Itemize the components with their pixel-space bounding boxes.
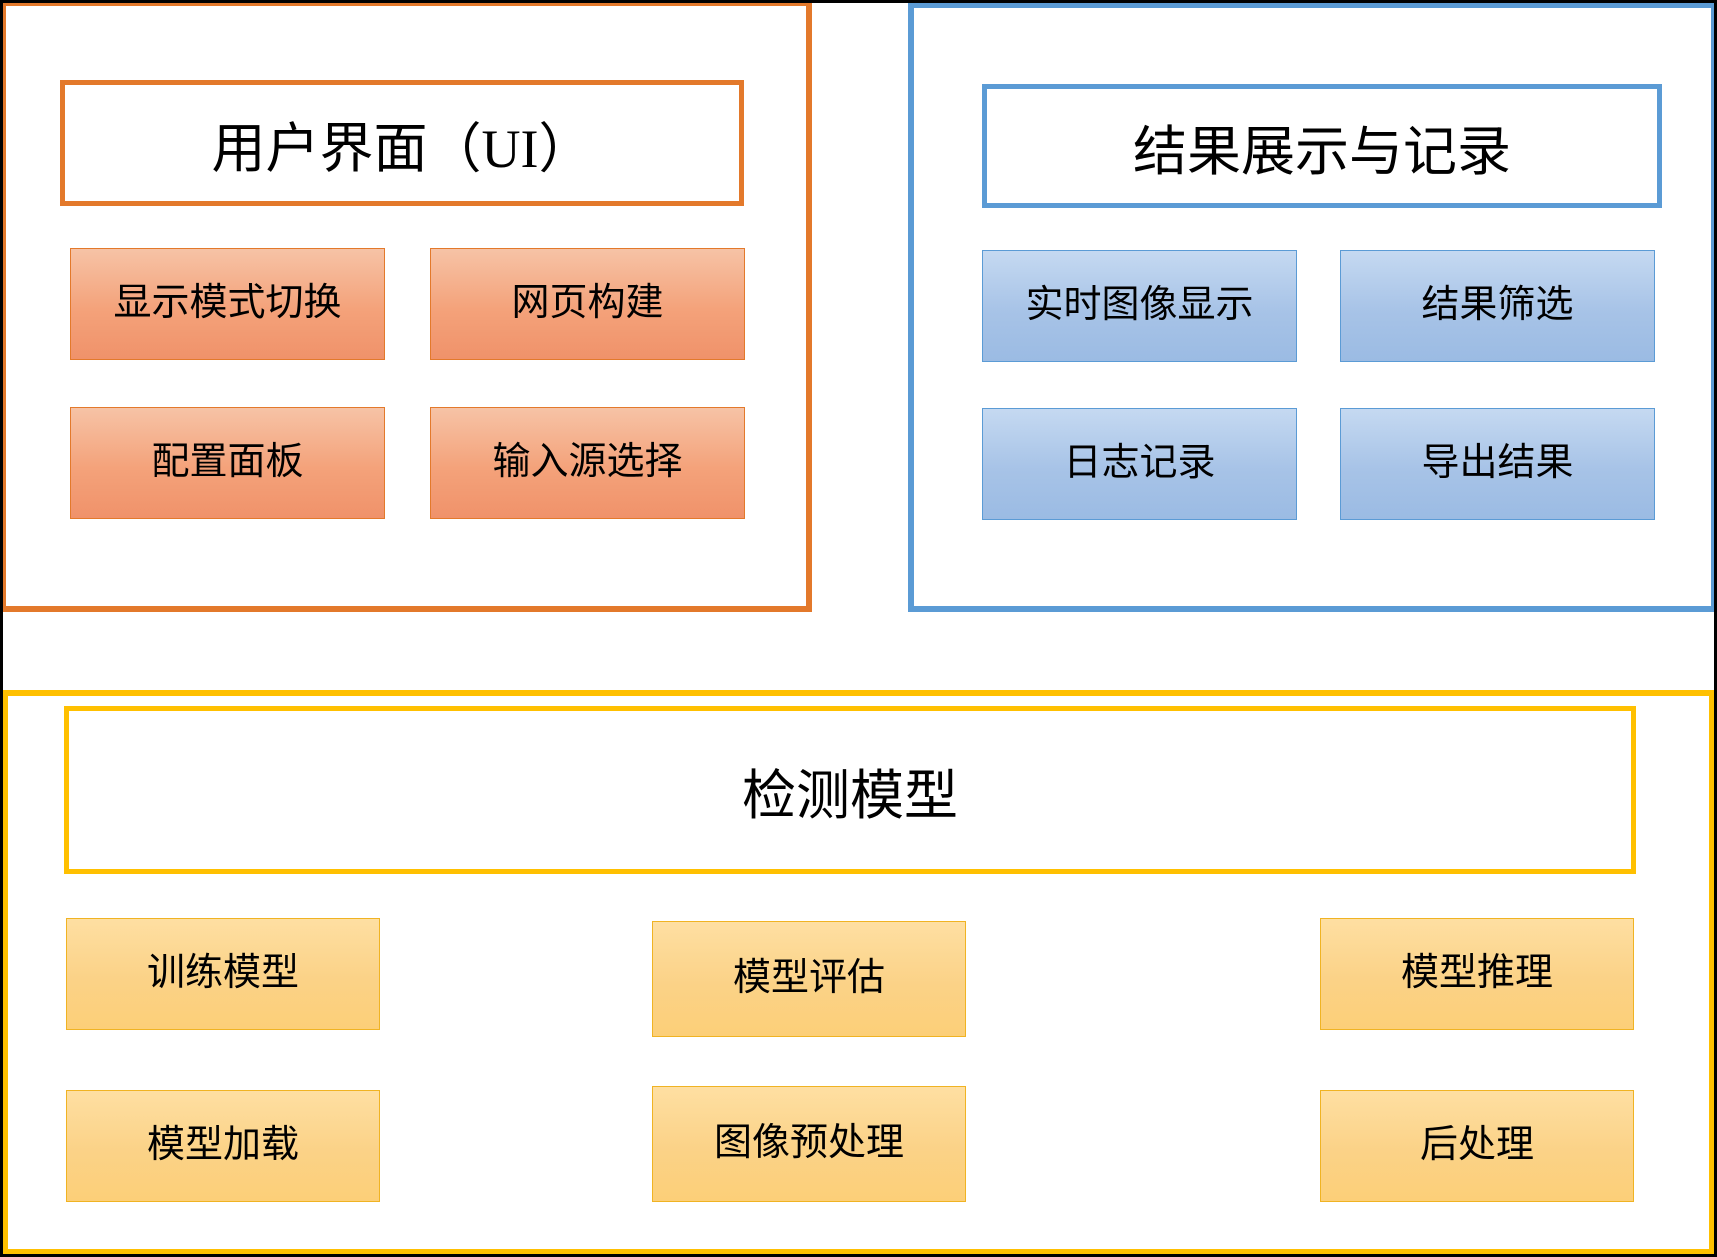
node-postprocess[interactable]: 后处理	[1320, 1090, 1634, 1202]
node-train-model[interactable]: 训练模型	[66, 918, 380, 1030]
node-webpage-build[interactable]: 网页构建	[430, 248, 745, 360]
node-realtime-image-display[interactable]: 实时图像显示	[982, 250, 1297, 362]
node-image-preprocess[interactable]: 图像预处理	[652, 1086, 966, 1202]
node-export-result[interactable]: 导出结果	[1340, 408, 1655, 520]
node-config-panel[interactable]: 配置面板	[70, 407, 385, 519]
node-model-evaluation[interactable]: 模型评估	[652, 921, 966, 1037]
node-input-source-select[interactable]: 输入源选择	[430, 407, 745, 519]
group-title-ui: 用户界面（UI）	[60, 80, 744, 206]
node-model-inference[interactable]: 模型推理	[1320, 918, 1634, 1030]
group-title-results: 结果展示与记录	[982, 84, 1662, 208]
group-title-model: 检测模型	[64, 706, 1636, 874]
node-display-mode-switch[interactable]: 显示模式切换	[70, 248, 385, 360]
node-result-filter[interactable]: 结果筛选	[1340, 250, 1655, 362]
node-model-load[interactable]: 模型加载	[66, 1090, 380, 1202]
node-log-record[interactable]: 日志记录	[982, 408, 1297, 520]
